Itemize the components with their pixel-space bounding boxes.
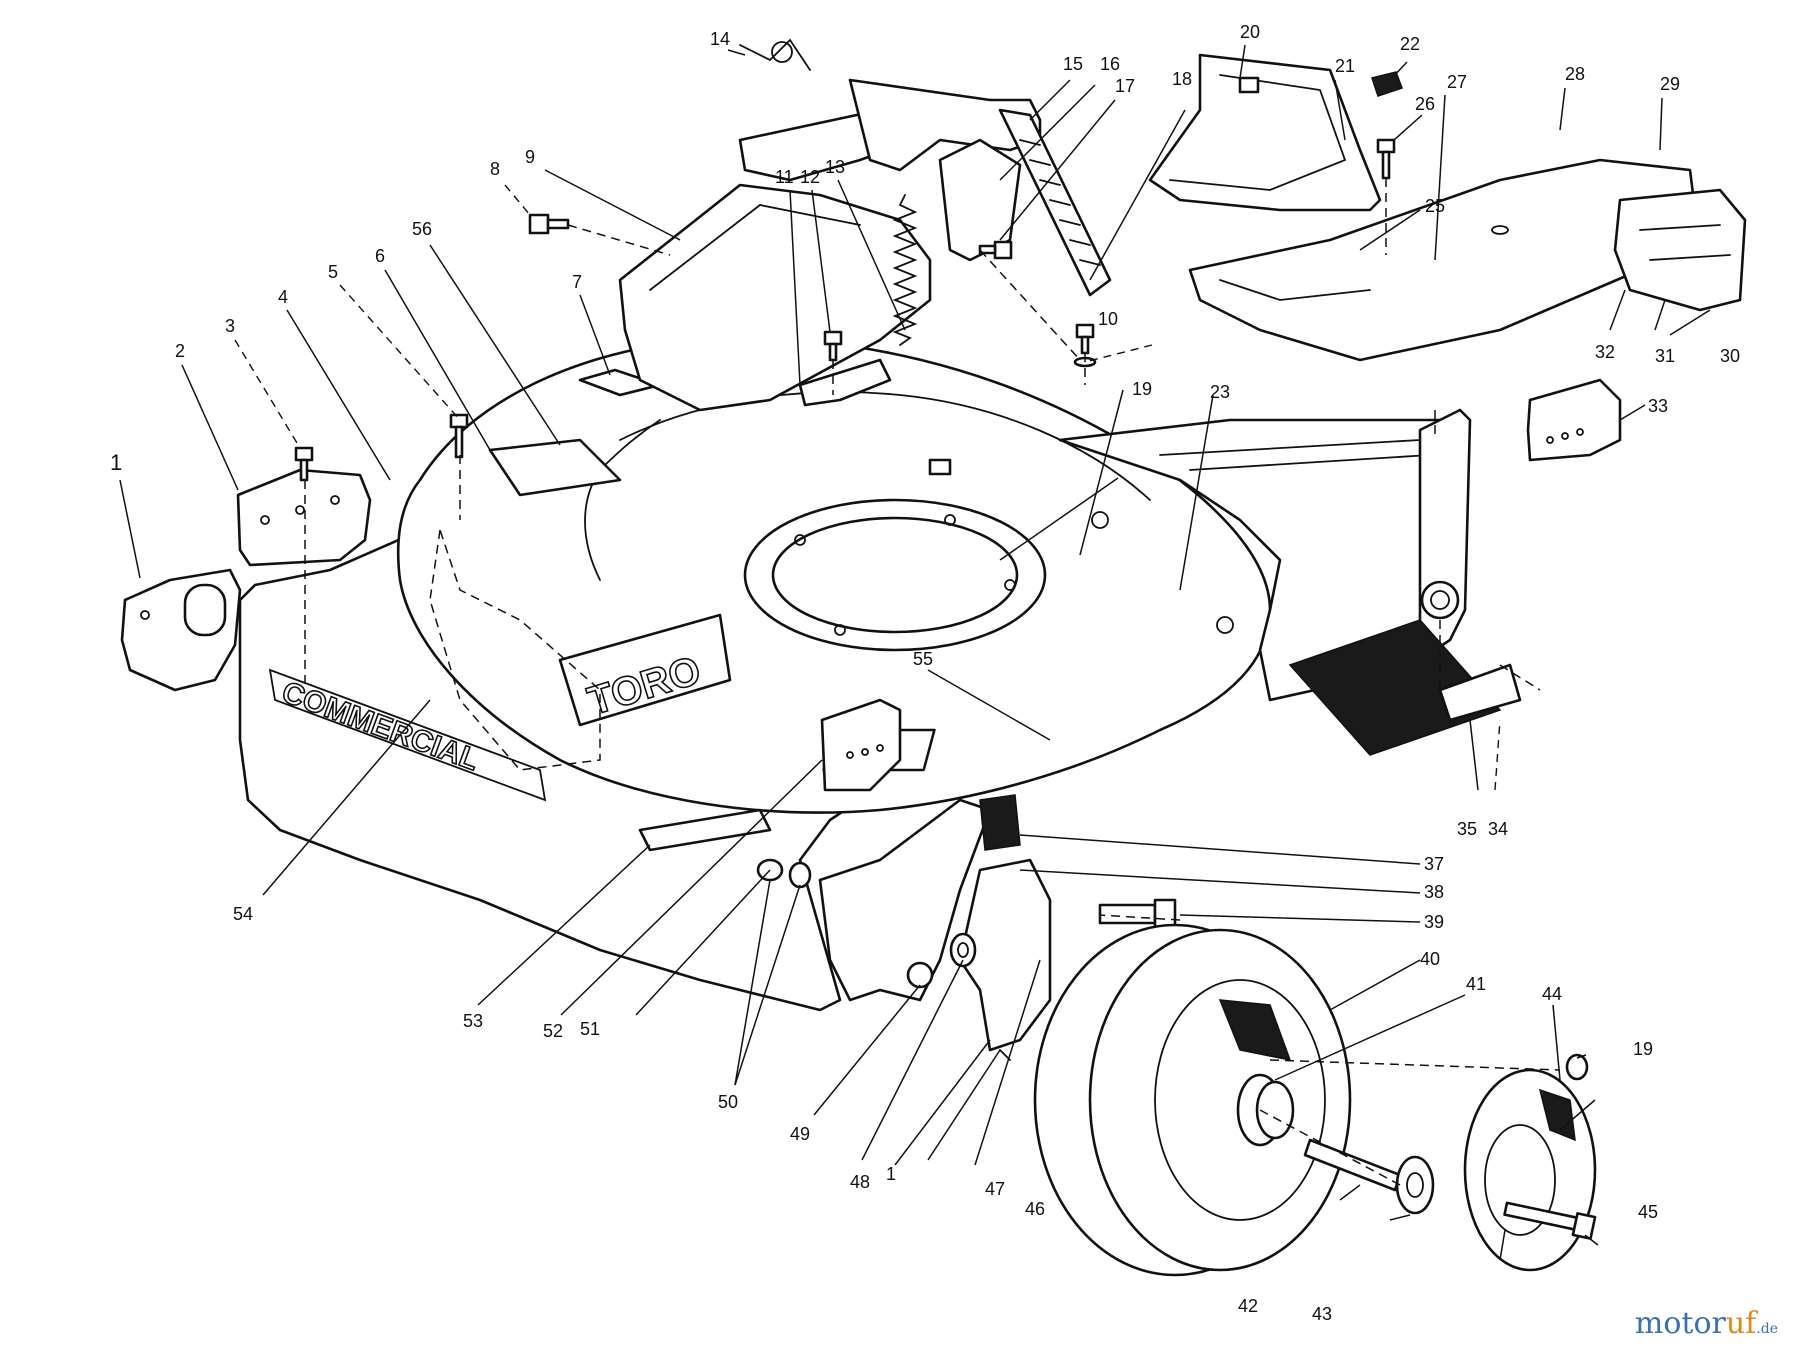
callout: 38: [1424, 882, 1444, 902]
tension-spring: [892, 194, 918, 346]
callout: 5: [328, 262, 338, 282]
plate-53: [638, 808, 772, 852]
mower-deck-housing: [238, 337, 1472, 1012]
callout: 10: [1098, 309, 1118, 329]
height-adjust-lever: [998, 108, 1112, 297]
callout: 16: [1100, 54, 1120, 74]
callout: 23: [1210, 382, 1230, 402]
spring-clip-14: [739, 38, 811, 71]
bolt-8: [528, 213, 570, 235]
callout: 25: [1425, 196, 1445, 216]
callout: 32: [1595, 342, 1615, 362]
watermark-text-tld: .de: [1756, 1321, 1778, 1337]
callout: 7: [572, 272, 582, 292]
callout: 19: [1132, 379, 1152, 399]
callout: 2: [175, 341, 185, 361]
bolt-5: [449, 413, 469, 459]
callout: 19: [1633, 1039, 1653, 1059]
bolt-39: [1098, 898, 1177, 930]
callout: 1: [886, 1164, 896, 1184]
callout: 15: [1063, 54, 1083, 74]
callout: 49: [790, 1124, 810, 1144]
callout: 54: [233, 904, 253, 924]
grass-bag-frame: [1148, 53, 1382, 212]
front-bracket-1: [120, 568, 242, 692]
front-bracket-2: [236, 468, 372, 567]
knob-22: [1371, 71, 1403, 97]
callout: 29: [1660, 74, 1680, 94]
callout: 41: [1466, 974, 1486, 994]
callout: 22: [1400, 34, 1420, 54]
callout: 33: [1648, 396, 1668, 416]
callout: 18: [1172, 69, 1192, 89]
callout: 55: [913, 649, 933, 669]
callout: 27: [1447, 72, 1467, 92]
leader-lines: [119, 44, 1711, 1261]
callout: 3: [225, 316, 235, 336]
warning-decal: [488, 438, 622, 497]
callout: 1: [110, 450, 122, 475]
watermark-text-accent: uf: [1725, 1306, 1757, 1341]
callout: 52: [543, 1021, 563, 1041]
hub-cap-44: [1463, 1068, 1597, 1272]
bolt-17: [978, 240, 1013, 260]
wheel-bolt-45: [1503, 1201, 1597, 1240]
callout: 26: [1415, 94, 1435, 114]
callout: 9: [525, 147, 535, 167]
callout-numbers: 1 2 3 4 5 6 7 8 9 10 11 12 13 14 15 16 1…: [110, 22, 1740, 1324]
washer-48: [949, 932, 977, 968]
callout: 34: [1488, 819, 1508, 839]
wheel-height-lever: [958, 794, 1052, 1061]
callout: 28: [1565, 64, 1585, 84]
bolt-3: [294, 446, 314, 482]
bolt-26: [1376, 138, 1396, 180]
callout: 53: [463, 1011, 483, 1031]
callout: 39: [1424, 912, 1444, 932]
rear-bracket-33: [1526, 378, 1622, 462]
nut-19: [1565, 1053, 1589, 1081]
rear-axle-bracket: [1613, 188, 1747, 312]
callout: 48: [850, 1172, 870, 1192]
callout: 20: [1240, 22, 1260, 42]
front-wheel: [1033, 923, 1352, 1277]
bearing-43: [1395, 1155, 1435, 1215]
callout: 11: [775, 167, 794, 187]
callout: 46: [1025, 1199, 1045, 1219]
callout: 31: [1655, 346, 1675, 366]
blade-opening-ring: [743, 458, 1047, 652]
callout: 45: [1638, 1202, 1658, 1222]
callout: 6: [375, 246, 385, 266]
bolt-12: [823, 330, 843, 362]
height-adjuster-52: [820, 698, 902, 792]
callout: 8: [490, 159, 500, 179]
callout: 43: [1312, 1304, 1332, 1324]
rear-axle-tube: [1288, 619, 1522, 756]
callout: 12: [800, 167, 820, 187]
nut-49: [906, 961, 934, 989]
watermark-text-main: motor: [1634, 1306, 1726, 1341]
callout: 14: [710, 29, 730, 49]
callout: 21: [1335, 56, 1355, 76]
handle-upper-bracket: [738, 78, 1042, 262]
bracket-11: [798, 358, 892, 407]
callout: 50: [718, 1092, 738, 1112]
callout: 40: [1420, 949, 1440, 969]
callout: 56: [412, 219, 432, 239]
callout: 13: [825, 157, 845, 177]
callout: 51: [580, 1019, 600, 1039]
callout: 17: [1115, 76, 1135, 96]
callout: 42: [1238, 1296, 1258, 1316]
callout: 4: [278, 287, 288, 307]
callout: 37: [1424, 854, 1444, 874]
callout: 44: [1542, 984, 1562, 1004]
assembly-lines: [304, 178, 1561, 1186]
axle-bolt-42: [1303, 1138, 1402, 1192]
callout: 35: [1457, 819, 1477, 839]
site-watermark: motoruf.de: [1635, 1306, 1778, 1341]
callout: 47: [985, 1179, 1005, 1199]
callout: 30: [1720, 346, 1740, 366]
